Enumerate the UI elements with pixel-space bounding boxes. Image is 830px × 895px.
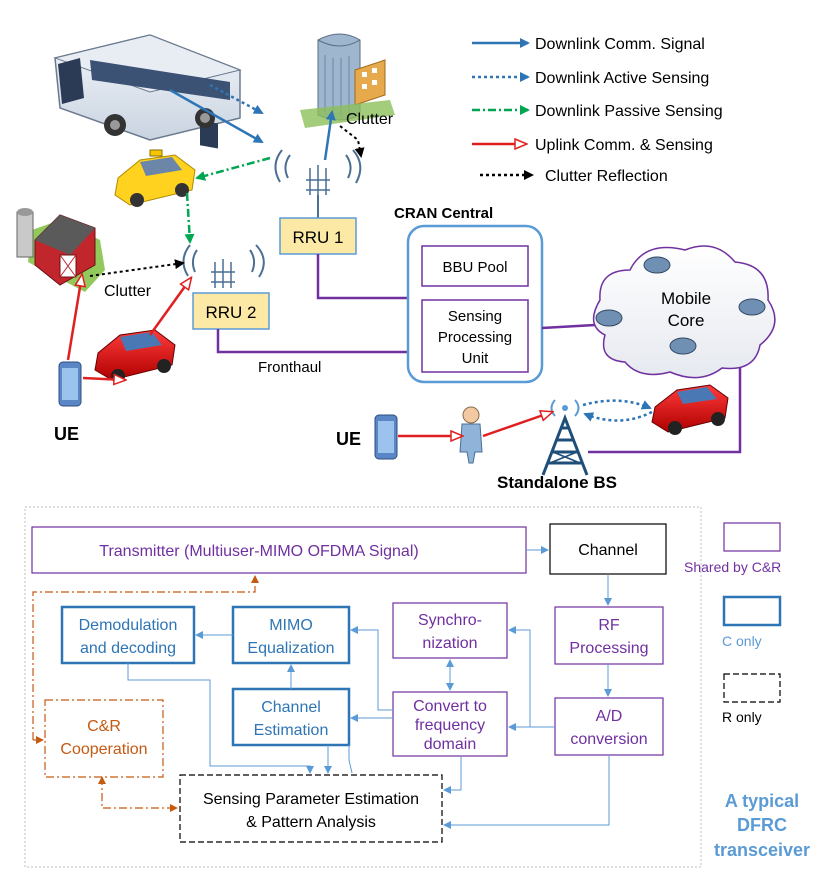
legend-passive-label: Downlink Passive Sensing [535,103,723,120]
downlink-comm-to-building-arrow [323,110,336,161]
key-shared-label: Shared by C&R [684,559,781,575]
legend-clutter-label: Clutter Reflection [545,168,668,185]
convert-label-line1: Convert to [413,698,487,715]
bbu-pool-box [421,245,529,287]
transceiver-frame [24,506,702,868]
cran-title: CRAN Central [394,205,493,222]
transceiver-flow-arrows [127,546,612,829]
bus-icon [53,34,242,149]
cooperation-arrows [32,575,259,812]
synchronization-box [392,602,508,659]
clutter-left-label: Clutter [104,283,152,300]
sensing-processing-unit-box [421,299,529,373]
active-sensing-bs-car-arrow [582,399,652,410]
rru2-label: RRU 2 [205,303,256,322]
standalone-bs-label: Standalone BS [497,473,617,492]
spu-label-line2: Processing [438,329,512,346]
demod-label-line1: Demodulation [79,617,178,634]
uplink-person-to-bs-arrow [482,412,552,438]
legend: Downlink Comm. Signal Downlink Active Se… [472,36,723,185]
key-r-only-swatch [723,673,781,703]
legend-active-label: Downlink Active Sensing [535,70,709,87]
key-c-only-swatch [722,595,782,627]
mimo-label-line1: MIMO [269,617,313,634]
fronthaul-rru1-link [316,254,410,300]
bbu-pool-label: BBU Pool [442,259,507,276]
convert-label-line3: domain [424,736,476,753]
legend-uplink-label: Uplink Comm. & Sensing [535,137,713,154]
mimo-equalization-box [231,605,351,665]
rru1-label: RRU 1 [292,228,343,247]
cr-label-line1: C&R [87,718,121,735]
building-icon [300,33,395,128]
clutter-reflection-top-arrow [339,125,365,158]
router-icons [595,256,766,355]
backhaul-core-link [541,323,596,330]
convert-label-line2: frequency [415,717,485,734]
ue-left-label: UE [54,424,79,444]
sync-label-line2: nization [422,635,477,652]
fronthaul-label: Fronthaul [258,359,321,376]
cr-label-line2: Cooperation [60,741,147,758]
spu-label-line1: Sensing [448,308,502,325]
taxi-icon [114,149,196,207]
phone-right-icon [374,414,398,460]
bs-tower-icon [541,399,589,476]
sensing-estimation-box [179,774,443,843]
rru2-box [192,292,270,330]
mobile-core-cloud [592,245,776,379]
mimo-label-line2: Equalization [247,640,334,657]
echo-car-bs-arrow [583,410,653,422]
rru1-antenna-icon [274,149,362,228]
passive-sensing-rru2-arrow [184,192,195,244]
legend-comm-label: Downlink Comm. Signal [535,36,705,53]
rru2-antenna-icon [182,244,265,288]
demod-label-line2: and decoding [80,640,176,657]
sensing-label-line2: & Pattern Analysis [246,814,376,831]
phone-left-icon [58,361,82,407]
key-c-only-label: C only [722,633,762,649]
chest-label-line1: Channel [261,699,321,716]
ad-label-line2: conversion [570,731,647,748]
caption-line1: A typical [725,791,799,811]
car-left-icon [94,329,176,383]
fronthaul-rru2-link [216,329,410,354]
car-right-icon [651,384,729,435]
chest-label-line2: Estimation [254,722,329,739]
transmitter-label: Transmitter (Multiuser-MIMO OFDMA Signal… [99,543,418,560]
clutter-top-label: Clutter [346,111,394,128]
convert-frequency-box [392,691,508,757]
person-icon [459,406,483,464]
uplink-car-to-rru2-arrow [148,278,191,336]
mobile-core-label-line1: Mobile [661,289,711,308]
mobile-core-label-line2: Core [668,311,705,330]
caption-line2: DFRC [737,815,787,835]
sensing-label-line1: Sensing Parameter Estimation [203,791,419,808]
uplink-ue-to-car-arrow [82,378,125,380]
caption-line3: transceiver [714,840,810,860]
backhaul-bs-link [588,345,742,454]
active-sensing-bus-arrow [209,83,264,115]
ue-right-label: UE [336,429,361,449]
ad-label-line1: A/D [596,708,623,725]
barn-icon [16,208,105,292]
passive-sensing-taxi-arrow [195,156,271,181]
channel-label: Channel [578,542,638,559]
key-shared-swatch [723,522,781,552]
uplink-ue-to-barn-arrow [66,275,82,361]
rru1-box [279,217,357,255]
key-r-only-label: R only [722,709,762,725]
transmitter-box [31,526,527,574]
downlink-comm-to-bus-arrow [169,88,264,144]
rf-label-line2: Processing [569,640,648,657]
channel-box [549,523,667,575]
clutter-reflection-left-arrow [89,259,185,277]
sync-label-line1: Synchro- [418,612,482,629]
rf-label-line1: RF [598,617,620,634]
spu-label-line3: Unit [462,350,490,367]
cr-cooperation-box [44,699,164,778]
rf-processing-box [554,606,664,665]
